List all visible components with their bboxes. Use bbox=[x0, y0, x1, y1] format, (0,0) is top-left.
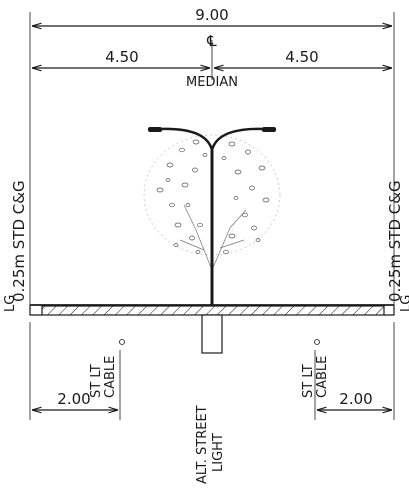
svg-text:ST LT: ST LT bbox=[301, 364, 316, 398]
right-luminaire-icon bbox=[262, 127, 276, 132]
centerline-symbol: ℄ bbox=[206, 32, 217, 50]
svg-text:CABLE: CABLE bbox=[315, 356, 330, 398]
half-dimensions: 4.50 4.50 ℄ MEDIAN bbox=[32, 32, 392, 90]
right-half-label: 4.50 bbox=[285, 48, 318, 66]
light-foundation bbox=[201, 314, 223, 354]
overall-dimension: 9.00 bbox=[29, 6, 395, 305]
tree-foliage bbox=[143, 134, 281, 271]
left-lg-label: LG bbox=[3, 295, 18, 312]
street-light-label: ALT. STREET LIGHT bbox=[195, 405, 226, 484]
left-luminaire-icon bbox=[148, 127, 162, 132]
left-cable-label: ST LT CABLE bbox=[89, 356, 118, 398]
left-cable-conduit-icon bbox=[119, 339, 125, 345]
svg-text:ALT. STREET: ALT. STREET bbox=[195, 405, 210, 484]
right-cable-conduit-icon bbox=[314, 339, 320, 345]
left-offset-label: 2.00 bbox=[57, 390, 90, 408]
median-label: MEDIAN bbox=[186, 75, 238, 90]
svg-text:ST LT: ST LT bbox=[89, 364, 104, 398]
median-ground bbox=[29, 304, 395, 354]
left-curb-label: 0.25m STD C&G bbox=[10, 180, 28, 302]
overall-width-label: 9.00 bbox=[195, 6, 228, 24]
svg-text:LIGHT: LIGHT bbox=[211, 433, 226, 472]
street-light-pole bbox=[148, 127, 276, 305]
right-cable-label: ST LT CABLE bbox=[301, 356, 330, 398]
svg-text:CABLE: CABLE bbox=[103, 356, 118, 398]
right-lg-label: LG bbox=[399, 295, 409, 312]
left-curb-icon bbox=[29, 305, 42, 316]
right-offset-label: 2.00 bbox=[339, 390, 372, 408]
right-curb-label: 0.25m STD C&G bbox=[386, 180, 404, 302]
right-curb-icon bbox=[384, 305, 395, 316]
left-half-label: 4.50 bbox=[105, 48, 138, 66]
